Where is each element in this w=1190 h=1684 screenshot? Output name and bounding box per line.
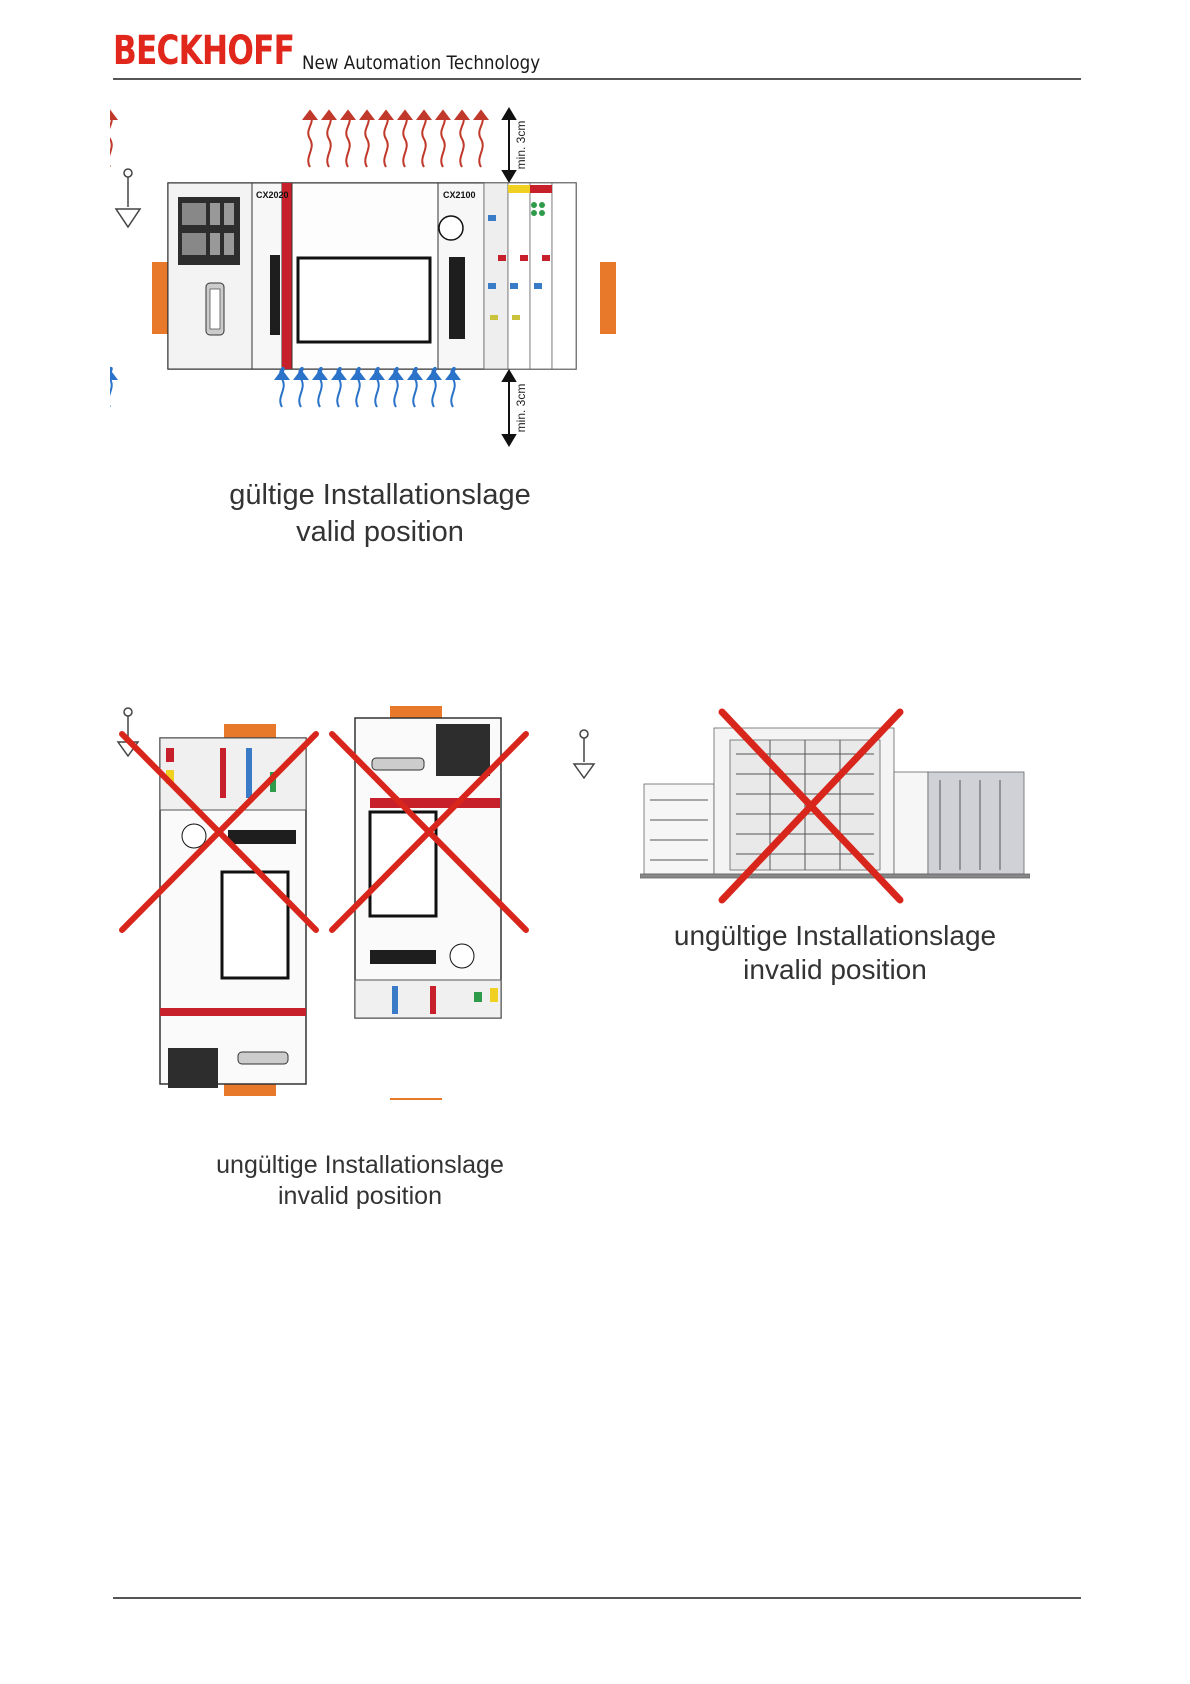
ground-symbol-icon xyxy=(116,169,140,227)
caption-valid: gültige Installationslage valid position xyxy=(190,477,570,551)
caption-invalid-vertical-en: invalid position xyxy=(180,1181,540,1212)
din-clip-right xyxy=(600,262,616,334)
clearance-bottom-label: min. 3cm xyxy=(514,384,528,433)
brand-logo: BECKHOFF xyxy=(113,28,294,74)
invalid-flat-figure xyxy=(640,700,1030,915)
heat-arrows-icon xyxy=(110,111,487,167)
caption-invalid-flat: ungültige Installationslage invalid posi… xyxy=(640,919,1030,987)
caption-invalid-flat-de: ungültige Installationslage xyxy=(640,919,1030,953)
header-divider xyxy=(113,78,1081,80)
caption-invalid-flat-en: invalid position xyxy=(640,953,1030,987)
valid-position-figure: min. 3cm CX2020 CX2100 xyxy=(110,105,630,455)
module-left-label: CX2020 xyxy=(256,190,289,200)
ground-symbol-icon xyxy=(574,730,594,778)
clearance-top-label: min. 3cm xyxy=(514,121,528,170)
caption-valid-de: gültige Installationslage xyxy=(190,477,570,514)
invalid-vertical-figure xyxy=(110,700,610,1100)
caption-valid-en: valid position xyxy=(190,514,570,551)
unit-terminals-top xyxy=(160,724,306,1096)
controller-assembly: CX2020 CX2100 xyxy=(168,183,576,369)
cool-air-arrows-icon xyxy=(110,368,459,407)
brand-tagline: New Automation Technology xyxy=(302,52,540,74)
caption-invalid-vertical: ungültige Installationslage invalid posi… xyxy=(180,1150,540,1212)
footer-divider xyxy=(113,1597,1081,1599)
caption-invalid-vertical-de: ungültige Installationslage xyxy=(180,1150,540,1181)
module-right-label: CX2100 xyxy=(443,190,476,200)
flat-mounted-unit xyxy=(640,728,1030,878)
unit-terminals-bottom xyxy=(355,706,501,1100)
